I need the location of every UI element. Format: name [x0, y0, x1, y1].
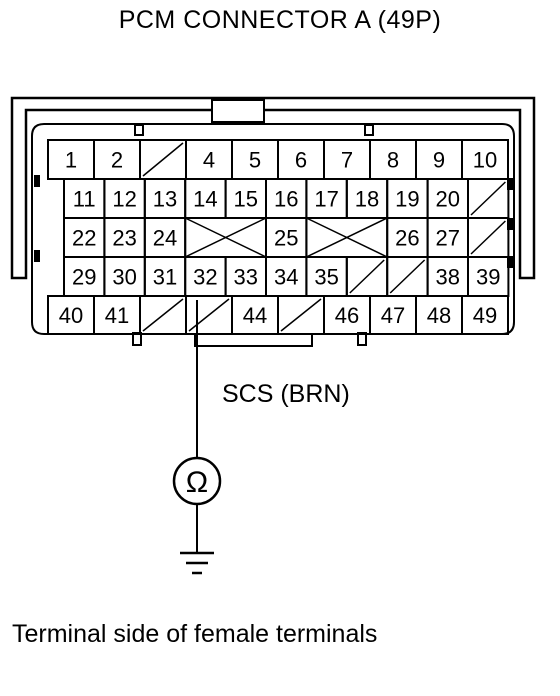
terminal-number: 18 [355, 187, 379, 212]
terminal-number: 2 [111, 148, 123, 173]
terminal-number: 32 [193, 265, 217, 290]
diagram-title: PCM CONNECTOR A (49P) [118, 6, 442, 34]
side-key-right-3 [507, 256, 513, 268]
terminal-number: 17 [314, 187, 338, 212]
side-key-right-1 [507, 178, 513, 190]
side-key-left-2 [34, 250, 40, 262]
blank-slash [188, 298, 230, 332]
blank-slash [389, 259, 426, 294]
terminal-number: 40 [59, 303, 83, 328]
terminal-number: 11 [73, 187, 96, 212]
terminal-number: 35 [314, 265, 338, 290]
blank-slash [142, 298, 184, 332]
top-notch-right [364, 124, 374, 136]
terminal-number: 44 [243, 303, 267, 328]
terminal-number: 46 [335, 303, 359, 328]
terminal-number: 41 [105, 303, 129, 328]
top-notch-left [134, 124, 144, 136]
side-key-left-1 [34, 175, 40, 187]
terminal-number: 7 [341, 148, 353, 173]
side-key-right-2 [507, 218, 513, 230]
blank-slash [142, 142, 184, 177]
blank-slash [470, 220, 506, 255]
terminal-number: 34 [274, 265, 298, 290]
terminal-number: 13 [153, 187, 177, 212]
terminal-number: 14 [193, 187, 217, 212]
terminal-number: 10 [473, 148, 497, 173]
terminal-number: 26 [395, 226, 419, 251]
terminal-number: 49 [473, 303, 497, 328]
terminal-number: 8 [387, 148, 399, 173]
ohm-symbol: Ω [186, 466, 208, 499]
terminal-cell [461, 295, 509, 335]
terminal-number: 22 [72, 226, 96, 251]
terminal-number: 25 [274, 226, 298, 251]
terminal-number: 16 [274, 187, 298, 212]
terminal-number: 4 [203, 148, 215, 173]
ground-icon [180, 551, 214, 575]
terminal-number: 48 [427, 303, 451, 328]
terminal-number: 9 [433, 148, 445, 173]
terminal-number: 5 [249, 148, 261, 173]
terminal-number: 47 [381, 303, 405, 328]
terminal-number: 29 [72, 265, 96, 290]
terminal-number: 12 [112, 187, 136, 212]
blank-slash [280, 298, 322, 332]
terminal-number: 31 [153, 265, 177, 290]
terminal-number: 27 [436, 226, 460, 251]
locking-tab [211, 99, 265, 123]
connector-housing-outline [10, 96, 536, 280]
terminal-number: 23 [112, 226, 136, 251]
terminal-number: 39 [476, 265, 500, 290]
bottom-wire-tab [194, 334, 313, 347]
terminal-number: 1 [65, 148, 77, 173]
terminal-number: 20 [436, 187, 460, 212]
terminal-number: 24 [153, 226, 177, 251]
terminal-number: 30 [112, 265, 136, 290]
terminal-number: 38 [436, 265, 460, 290]
terminal-number: 6 [295, 148, 307, 173]
terminal-number: 33 [234, 265, 258, 290]
footer-note: Terminal side of female terminals [12, 620, 378, 648]
terminal-number: 19 [395, 187, 419, 212]
blank-slash [349, 259, 385, 294]
wire-label: SCS (BRN) [222, 380, 350, 408]
blank-slash [470, 181, 506, 216]
terminal-number: 15 [234, 187, 258, 212]
